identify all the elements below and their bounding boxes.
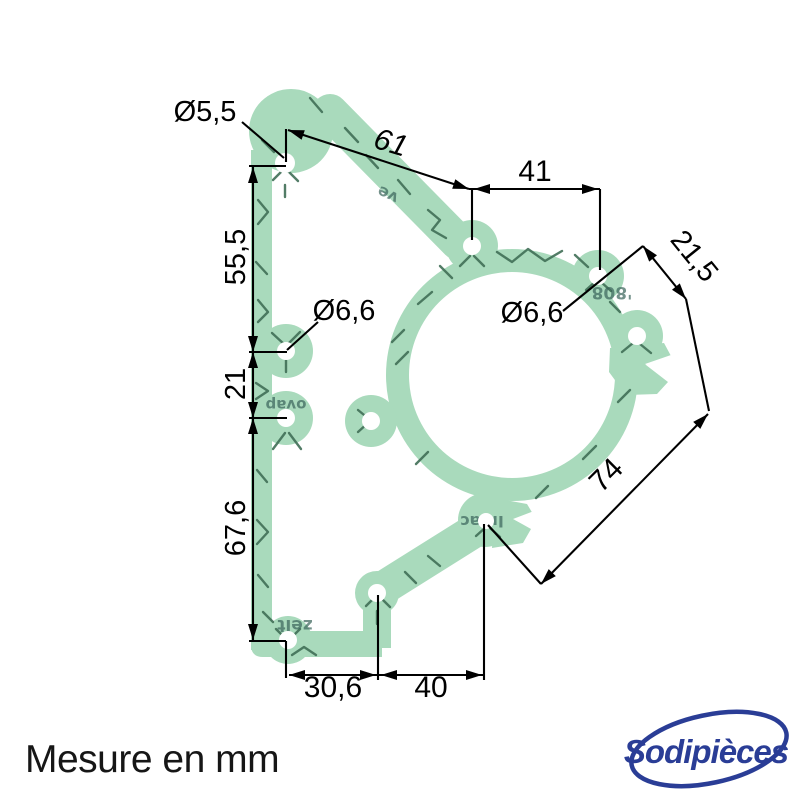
bottom-right-tab-notch	[513, 511, 534, 529]
label-67-6: 67,6	[220, 500, 252, 556]
hole-bottom-middle	[368, 584, 386, 602]
label-41: 41	[518, 155, 551, 188]
sodipieces-logo: Sodipièces	[624, 709, 790, 789]
gasket-body	[249, 89, 671, 664]
stamp-ovap: ovap	[265, 396, 306, 414]
label-dia-5-5: Ø5,5	[174, 96, 237, 128]
leader-dia66-right	[562, 245, 644, 312]
dimline-74	[540, 413, 709, 585]
leader-dia55	[241, 121, 285, 159]
gasket-right-tab	[609, 343, 671, 395]
label-55-5: 55,5	[220, 229, 252, 285]
gasket-bottom-right-tab	[492, 498, 533, 548]
hole-upper-right	[589, 267, 607, 285]
dimension-lines	[241, 121, 711, 680]
hole-top-middle	[463, 237, 481, 255]
label-40: 40	[414, 671, 447, 704]
leader-dia66-left	[286, 321, 319, 351]
label-30-6: 30,6	[304, 671, 362, 704]
gasket-holes	[275, 153, 646, 649]
hole-bottom-right	[478, 513, 494, 529]
logo-ellipse	[629, 709, 789, 789]
hole-left-middle	[362, 412, 380, 430]
dimline-61	[287, 129, 470, 190]
stamp-zelt: zelt	[277, 615, 312, 635]
unit-note: Mesure en mm	[25, 738, 279, 781]
label-21-5: 21,5	[664, 224, 724, 288]
hole-right-tab	[628, 327, 646, 345]
stamp-808: '808	[592, 282, 633, 302]
hole-bottom-left	[279, 631, 297, 649]
label-dia-6-6-right: Ø6,6	[501, 297, 564, 329]
logo-text: Sodipièces	[624, 733, 789, 770]
gasket-crack-marks	[254, 96, 653, 657]
label-dia-6-6-left: Ø6,6	[313, 295, 376, 327]
hole-top-left	[275, 153, 295, 173]
right-tab-notch	[645, 355, 671, 381]
dimension-arrows	[248, 130, 708, 680]
label-21: 21	[220, 368, 252, 400]
